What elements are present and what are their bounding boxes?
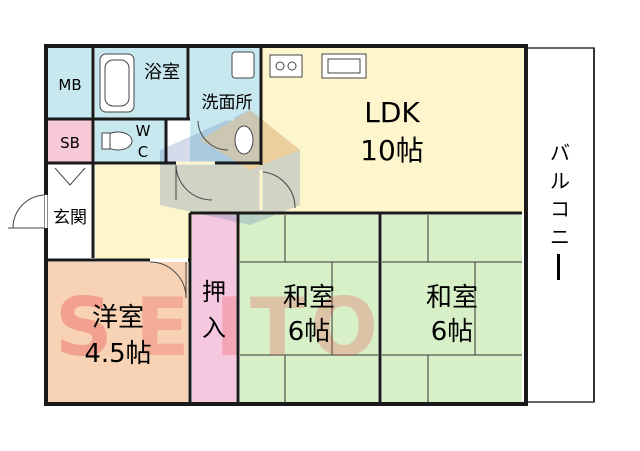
- western-name-label: 洋室: [92, 303, 144, 333]
- tatami-lines: [240, 215, 522, 402]
- japanese-room-2-name: 和室: [426, 283, 478, 313]
- svg-text:O: O: [310, 281, 378, 374]
- closet-room: [192, 215, 236, 402]
- svg-text:ル: ル: [550, 169, 570, 193]
- wc-c-label: C: [138, 143, 148, 161]
- japanese-room-2-size: 6帖: [431, 317, 474, 347]
- japanese-room-2: [382, 215, 522, 402]
- entrance-room: [48, 165, 92, 257]
- fixtures: [54, 51, 367, 186]
- mb-room: [48, 48, 92, 118]
- sb-label: SB: [60, 134, 80, 152]
- ldk-room: [262, 48, 524, 213]
- washbasin-icon: [231, 51, 255, 79]
- washroom-label: 洗面所: [202, 93, 253, 113]
- doors: [8, 117, 296, 299]
- shoe-cabinet-icon: [54, 167, 86, 186]
- svg-text:S: S: [55, 281, 113, 374]
- wc-w-label: W: [136, 122, 151, 140]
- japanese-room-1-name: 和室: [283, 283, 335, 313]
- sink-icon: [321, 53, 367, 79]
- entrance-label: 玄関: [53, 208, 87, 228]
- balcony-label: バ ル コ ニ: [550, 141, 570, 280]
- mb-label: MB: [58, 76, 81, 94]
- stove-icon: [269, 54, 303, 78]
- japanese-room-1-size: 6帖: [288, 317, 331, 347]
- svg-text:T: T: [250, 281, 305, 374]
- svg-text:ニ: ニ: [550, 225, 570, 249]
- closet-label-2: 入: [202, 314, 226, 342]
- ldk-size-label: 10帖: [360, 134, 424, 167]
- balcony: [525, 47, 595, 403]
- svg-text:バ: バ: [550, 141, 570, 165]
- western-room: [48, 262, 188, 402]
- bathtub-icon: [99, 53, 135, 113]
- svg-text:コ: コ: [550, 197, 570, 221]
- bath-label: 浴室: [144, 62, 180, 83]
- sb-room: [48, 120, 92, 162]
- western-size-label: 4.5帖: [84, 339, 151, 369]
- svg-text:I: I: [215, 281, 245, 374]
- svg-text:E: E: [135, 281, 190, 374]
- ldk-name-label: LDK: [364, 96, 420, 129]
- closet-label-1: 押: [202, 278, 226, 306]
- japanese-room-1: [240, 215, 378, 402]
